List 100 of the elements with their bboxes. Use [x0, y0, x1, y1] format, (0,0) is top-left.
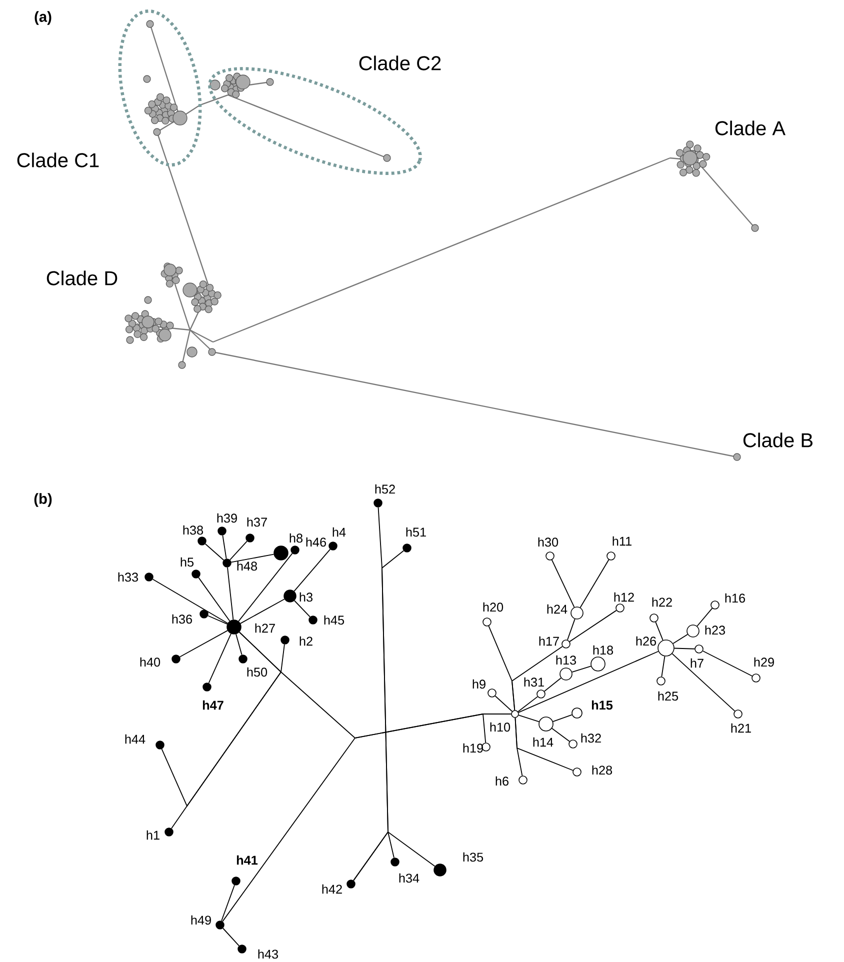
- haplotype-label: h26: [636, 636, 656, 646]
- network-branch: [204, 543, 224, 561]
- network-branch: [551, 728, 570, 742]
- network-branch: [482, 714, 512, 744]
- network-branch: [551, 560, 575, 608]
- haplotype-label: h51: [406, 527, 426, 537]
- network-branch: [227, 566, 234, 620]
- network-branch: [518, 650, 659, 713]
- clade-label: Clade A: [715, 120, 786, 136]
- haplotype-label: h39: [217, 513, 237, 523]
- network-branch: [152, 578, 228, 624]
- network-branch: [230, 554, 274, 563]
- clade-label: Clade C2: [359, 56, 441, 70]
- haplotype-label: h34: [399, 873, 420, 883]
- haplotype-label: h33: [118, 572, 138, 582]
- panel-label: (a): [34, 11, 52, 25]
- haplotype-label: h24: [547, 604, 568, 614]
- haplotype-label: h6: [496, 776, 508, 786]
- network-branch: [696, 608, 713, 627]
- haplotype-label: h42: [322, 884, 342, 894]
- haplotype-label: h31: [524, 677, 544, 687]
- network-branch: [198, 577, 230, 622]
- network-branch: [208, 633, 232, 684]
- clade-label: Clade C1: [17, 152, 99, 168]
- haplotype-label: h27: [255, 623, 275, 633]
- network-branch: [222, 928, 240, 946]
- network-branch: [171, 644, 285, 829]
- network-branch: [518, 714, 540, 722]
- haplotype-label: h28: [592, 765, 612, 775]
- haplotype-label: h11: [612, 536, 632, 546]
- haplotype-label: h35: [463, 852, 484, 862]
- haplotype-label: h21: [731, 723, 751, 733]
- haplotype-label: h12: [614, 592, 634, 602]
- haplotype-label: h19: [463, 743, 483, 753]
- haplotype-label: h40: [140, 657, 160, 667]
- network-branch: [580, 559, 610, 608]
- network-branch: [672, 634, 688, 644]
- panel-label: (b): [34, 493, 52, 507]
- haplotype-label: h18: [593, 645, 614, 655]
- haplotype-label: h43: [258, 949, 278, 959]
- haplotype-label: h37: [247, 517, 267, 527]
- haplotype-label: h46: [306, 537, 326, 547]
- haplotype-label: h49: [191, 915, 211, 925]
- haplotype-label: h25: [658, 691, 678, 701]
- network-branch: [230, 540, 248, 560]
- haplotype-label: h41: [236, 855, 258, 865]
- haplotype-label: h15: [592, 700, 613, 710]
- network-branch: [544, 678, 562, 692]
- network-branch: [518, 696, 538, 712]
- haplotype-label: h36: [172, 614, 192, 624]
- network-branch: [655, 622, 664, 641]
- network-branch: [702, 650, 753, 676]
- network-branch: [569, 610, 617, 642]
- network-branch: [294, 548, 331, 592]
- haplotype-label: h44: [125, 734, 146, 744]
- network-branch: [661, 656, 666, 678]
- network-branch: [238, 552, 293, 622]
- haplotype-label: h30: [538, 537, 558, 547]
- haplotype-label: h2: [300, 636, 312, 646]
- haplotype-label: h29: [754, 657, 774, 667]
- network-branch: [240, 598, 285, 624]
- haplotype-label: h38: [183, 525, 204, 535]
- haplotype-label: h9: [472, 679, 486, 689]
- clade-label: Clade B: [743, 432, 812, 448]
- haplotype-label: h47: [202, 700, 224, 710]
- network-branch: [382, 550, 404, 858]
- network-branch: [294, 600, 310, 618]
- haplotype-label: h22: [652, 597, 672, 607]
- haplotype-label: h5: [180, 557, 194, 567]
- haplotype-label: h20: [483, 602, 504, 612]
- haplotype-label: h32: [581, 733, 601, 743]
- haplotype-label: h50: [247, 667, 268, 677]
- network-branch: [221, 884, 235, 922]
- haplotype-label: h17: [539, 636, 559, 646]
- haplotype-label: h7: [690, 658, 704, 668]
- network-branch: [236, 634, 242, 656]
- haplotype-label: h13: [556, 655, 576, 665]
- haplotype-label: h23: [705, 625, 725, 635]
- haplotype-label: h14: [533, 737, 554, 747]
- network-branch: [222, 534, 227, 560]
- network-branch: [208, 615, 228, 625]
- haplotype-label: h4: [332, 527, 346, 537]
- network-branch: [674, 648, 696, 650]
- network-branch: [353, 831, 436, 881]
- network-branch: [552, 714, 572, 722]
- haplotype-label: h10: [490, 722, 510, 732]
- haplotype-label: h45: [324, 615, 344, 625]
- network-branch: [514, 717, 574, 771]
- haplotype-label: h1: [146, 830, 160, 840]
- haplotype-label: h16: [725, 593, 745, 603]
- clade-label: Clade D: [46, 270, 118, 286]
- network-branch: [179, 630, 228, 658]
- network-branch: [512, 646, 563, 711]
- network-branch: [567, 618, 576, 640]
- network-branch: [672, 653, 736, 712]
- haplotype-label: h48: [237, 561, 258, 571]
- network-branch: [572, 666, 592, 673]
- haplotype-label: h52: [375, 484, 395, 494]
- haplotype-label: h3: [300, 592, 312, 602]
- haplotype-label: h8: [290, 533, 302, 543]
